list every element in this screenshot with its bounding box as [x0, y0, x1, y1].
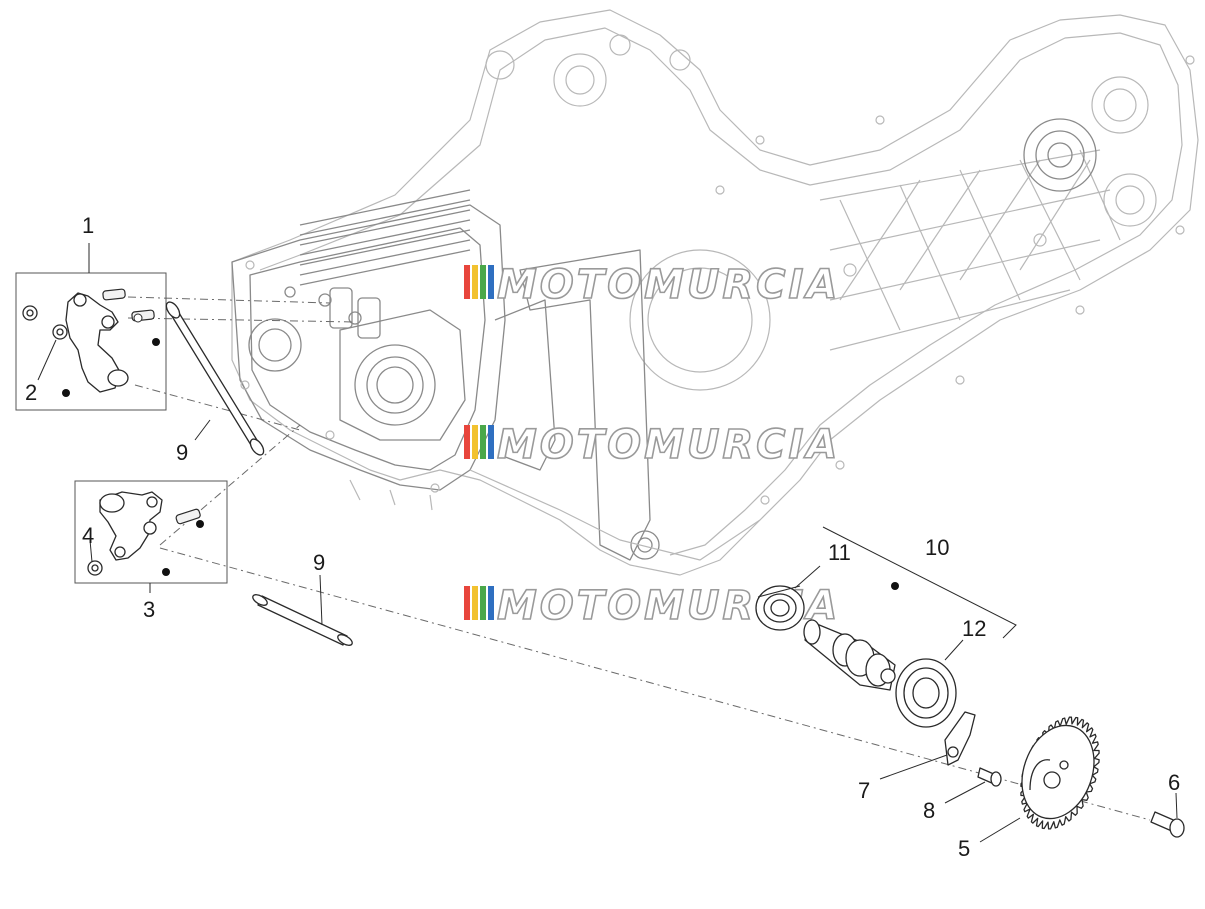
callout-7: 7: [858, 778, 870, 803]
callout-6: 6: [1168, 770, 1180, 795]
adjusting-screw: [102, 288, 126, 301]
callout-9-upper: 9: [176, 440, 188, 465]
callout-3: 3: [143, 597, 155, 622]
bearing-12: [895, 658, 957, 728]
bullet-dot: [162, 568, 170, 576]
bolt-6: [1150, 811, 1185, 838]
engine-crankcase: [231, 9, 1199, 576]
bearing-11: [755, 585, 805, 631]
leader-lines: [37, 243, 1178, 843]
watermark-top: MOTOMURCIA: [464, 261, 840, 309]
callout-2: 2: [25, 380, 37, 405]
sprocket-5: [1020, 716, 1100, 830]
bullet-dot: [152, 338, 160, 346]
callout-11: 11: [828, 540, 851, 565]
watermark-text: MOTOMURCIA: [497, 422, 840, 468]
group-box-3: [74, 480, 228, 584]
group-bracket-10: [822, 526, 1017, 639]
callout-12: 12: [962, 616, 986, 641]
rocker-arm-1: [22, 288, 160, 397]
alignment-lines: [127, 296, 1151, 821]
group-box-1: [15, 272, 167, 411]
bullet-dot: [62, 389, 70, 397]
bullet-dot: [196, 520, 204, 528]
screw-8: [977, 767, 1002, 787]
callout-4: 4: [82, 523, 94, 548]
callout-10: 10: [925, 535, 949, 560]
callout-9-lower: 9: [313, 550, 325, 575]
rocker-pin-upper: [165, 301, 265, 456]
bullet-dot: [891, 582, 899, 590]
adjusting-screw: [175, 508, 201, 525]
watermark-middle: MOTOMURCIA: [464, 421, 840, 469]
callout-1: 1: [82, 213, 94, 238]
callout-8: 8: [923, 798, 935, 823]
watermark-text: MOTOMURCIA: [497, 262, 840, 308]
callout-5: 5: [958, 836, 970, 861]
camshaft-10: [803, 582, 899, 691]
decompressor-7: [944, 711, 976, 766]
rocker-arm-3: [87, 491, 204, 576]
rocker-pin-lower: [252, 594, 353, 646]
